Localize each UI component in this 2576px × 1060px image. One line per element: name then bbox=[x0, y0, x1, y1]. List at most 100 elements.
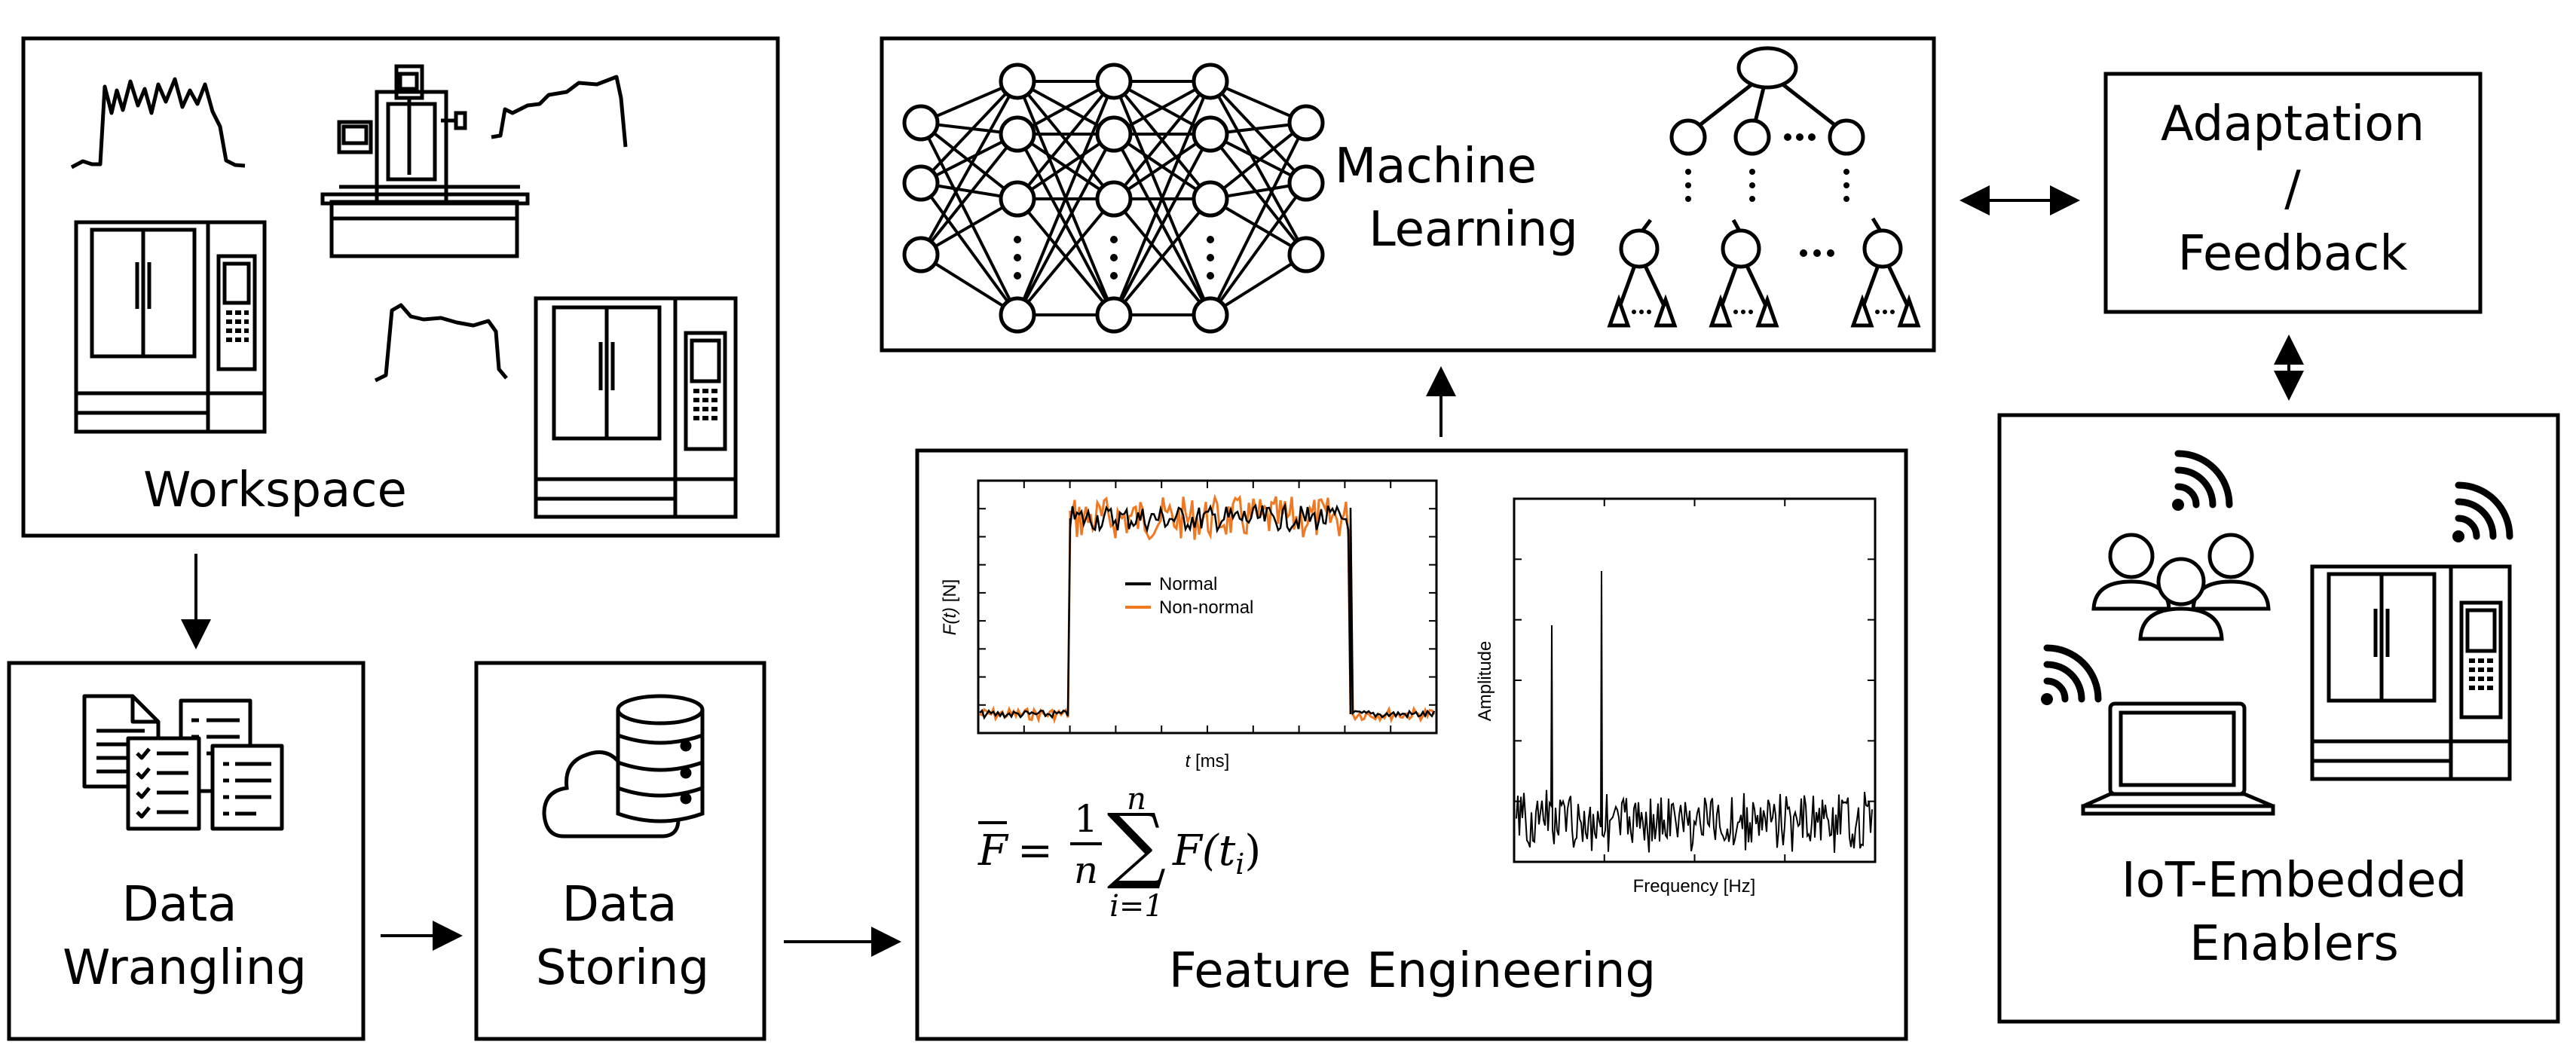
formula-fraction-numerator: 1 bbox=[1074, 797, 1098, 841]
wifi-icon bbox=[2172, 450, 2233, 511]
legend-non-normal-label: Non-normal bbox=[1159, 597, 1253, 618]
adaptation-label-line1: Adaptation bbox=[2161, 96, 2425, 152]
nn-ellipsis-dot bbox=[1207, 254, 1214, 261]
series-normal-line bbox=[979, 502, 1436, 720]
nn-ellipsis-dot bbox=[1014, 254, 1021, 261]
adaptation-label-line3: Feedback bbox=[2178, 226, 2408, 282]
nn-edge bbox=[919, 80, 1019, 185]
machine-learning-label-line1: Machine bbox=[1335, 139, 1537, 194]
nn-node bbox=[999, 63, 1036, 100]
laptop-icon bbox=[2081, 701, 2275, 816]
nn-edge bbox=[1016, 81, 1115, 316]
data-storing-box bbox=[474, 661, 766, 1041]
nn-edge bbox=[1112, 133, 1212, 316]
nn-edge bbox=[1112, 80, 1212, 200]
formula-sum-upper: n bbox=[1127, 782, 1146, 817]
documents-icon bbox=[82, 694, 284, 831]
cnc-machine-icon bbox=[534, 296, 738, 519]
force-curve-icon bbox=[491, 75, 628, 148]
cloud-database-icon bbox=[542, 694, 705, 839]
iot-enablers-box bbox=[1997, 413, 2560, 1024]
nn-node bbox=[902, 236, 940, 273]
nn-edge bbox=[919, 121, 1019, 200]
nn-node bbox=[1192, 63, 1229, 100]
nn-edge bbox=[919, 81, 1019, 255]
nn-node bbox=[999, 180, 1036, 218]
nn-edge bbox=[1209, 81, 1308, 255]
nn-edge bbox=[919, 133, 1019, 256]
nn-edge bbox=[919, 122, 1019, 316]
force-curve-icon bbox=[70, 77, 246, 170]
wifi-icon bbox=[2452, 481, 2513, 542]
nn-node bbox=[1287, 236, 1325, 273]
nn-edge bbox=[1016, 133, 1115, 316]
nn-ellipsis-dot bbox=[1014, 272, 1021, 280]
cnc-machine-icon bbox=[2310, 564, 2512, 781]
data-wrangling-label-line2: Wrangling bbox=[63, 940, 307, 996]
nn-edge bbox=[919, 253, 1019, 316]
formula-term: F(ti) bbox=[1172, 826, 1261, 881]
machine-learning-label-line2: Learning bbox=[1369, 202, 1578, 258]
decision-tree-icon bbox=[1607, 46, 1921, 328]
adaptation-feedback-box bbox=[2103, 72, 2483, 314]
spectrum-y-axis-label: Amplitude bbox=[1475, 641, 1495, 722]
nn-edge bbox=[1112, 133, 1212, 200]
data-storing-label-line1: Data bbox=[562, 877, 678, 933]
data-storing-label-line2: Storing bbox=[536, 940, 709, 996]
wifi-icon bbox=[2041, 644, 2102, 705]
nn-edge bbox=[1209, 253, 1308, 316]
iot-label-line2: Enablers bbox=[2189, 916, 2399, 972]
nn-ellipsis-dot bbox=[1110, 254, 1118, 261]
nn-node bbox=[999, 296, 1036, 334]
nn-node bbox=[1095, 180, 1133, 218]
nn-edge bbox=[1112, 81, 1212, 316]
y-axis-label: F(t) [N] bbox=[940, 579, 960, 636]
nn-ellipsis-dot bbox=[1110, 272, 1118, 280]
data-wrangling-box bbox=[7, 661, 366, 1041]
nn-ellipsis-dot bbox=[1207, 272, 1214, 280]
nn-edge bbox=[1112, 197, 1212, 316]
iot-label-line1: IoT-Embedded bbox=[2122, 853, 2467, 909]
nn-edge bbox=[1209, 121, 1308, 200]
machine-learning-box bbox=[880, 36, 1936, 353]
nn-node bbox=[999, 115, 1036, 153]
series-non-normal-line bbox=[979, 493, 1436, 725]
spectrum-line bbox=[1516, 570, 1873, 853]
nn-node bbox=[1192, 296, 1229, 334]
nn-edge bbox=[1016, 133, 1115, 200]
nn-ellipsis-dot bbox=[1110, 236, 1118, 243]
adaptation-label-line2: / bbox=[2284, 161, 2301, 217]
nn-edge bbox=[919, 182, 1019, 316]
neural-network-icon bbox=[902, 63, 1325, 334]
nn-node bbox=[1287, 104, 1325, 142]
force-time-plot: Normal Non-normal t [ms] F(t) [N] bbox=[940, 479, 1438, 771]
formula-equals: = bbox=[1017, 826, 1053, 875]
flow-arrows bbox=[181, 185, 2304, 957]
workspace-box bbox=[21, 36, 780, 538]
force-time-plot-ticks bbox=[977, 480, 1437, 734]
nn-node bbox=[1095, 115, 1133, 153]
nn-ellipsis-dot bbox=[1014, 236, 1021, 243]
nn-edge bbox=[1209, 122, 1308, 316]
nn-edge bbox=[1016, 197, 1115, 316]
nn-node bbox=[902, 164, 940, 202]
workspace-label: Workspace bbox=[143, 463, 407, 518]
nn-ellipsis-dot bbox=[1207, 236, 1214, 243]
nn-edge bbox=[1209, 133, 1308, 256]
nn-edge bbox=[1016, 80, 1115, 200]
mean-force-formula: F = 1 n n ∑ i=1 F(ti) bbox=[977, 782, 1261, 924]
formula-sum-sign: ∑ bbox=[1107, 796, 1167, 892]
spectrum-plot-ticks bbox=[1513, 498, 1876, 863]
nn-node bbox=[1095, 63, 1133, 100]
nn-node bbox=[1095, 296, 1133, 334]
feature-engineering-label: Feature Engineering bbox=[1169, 943, 1656, 999]
milling-machine-icon bbox=[320, 64, 530, 258]
nn-edge bbox=[1209, 80, 1308, 185]
nn-node bbox=[902, 104, 940, 142]
nn-edge bbox=[1209, 182, 1308, 316]
nn-node bbox=[1192, 115, 1229, 153]
cnc-machine-icon bbox=[74, 220, 267, 434]
spectrum-plot: Frequency [Hz] Amplitude bbox=[1475, 497, 1877, 897]
x-axis-label: t [ms] bbox=[1186, 751, 1230, 771]
